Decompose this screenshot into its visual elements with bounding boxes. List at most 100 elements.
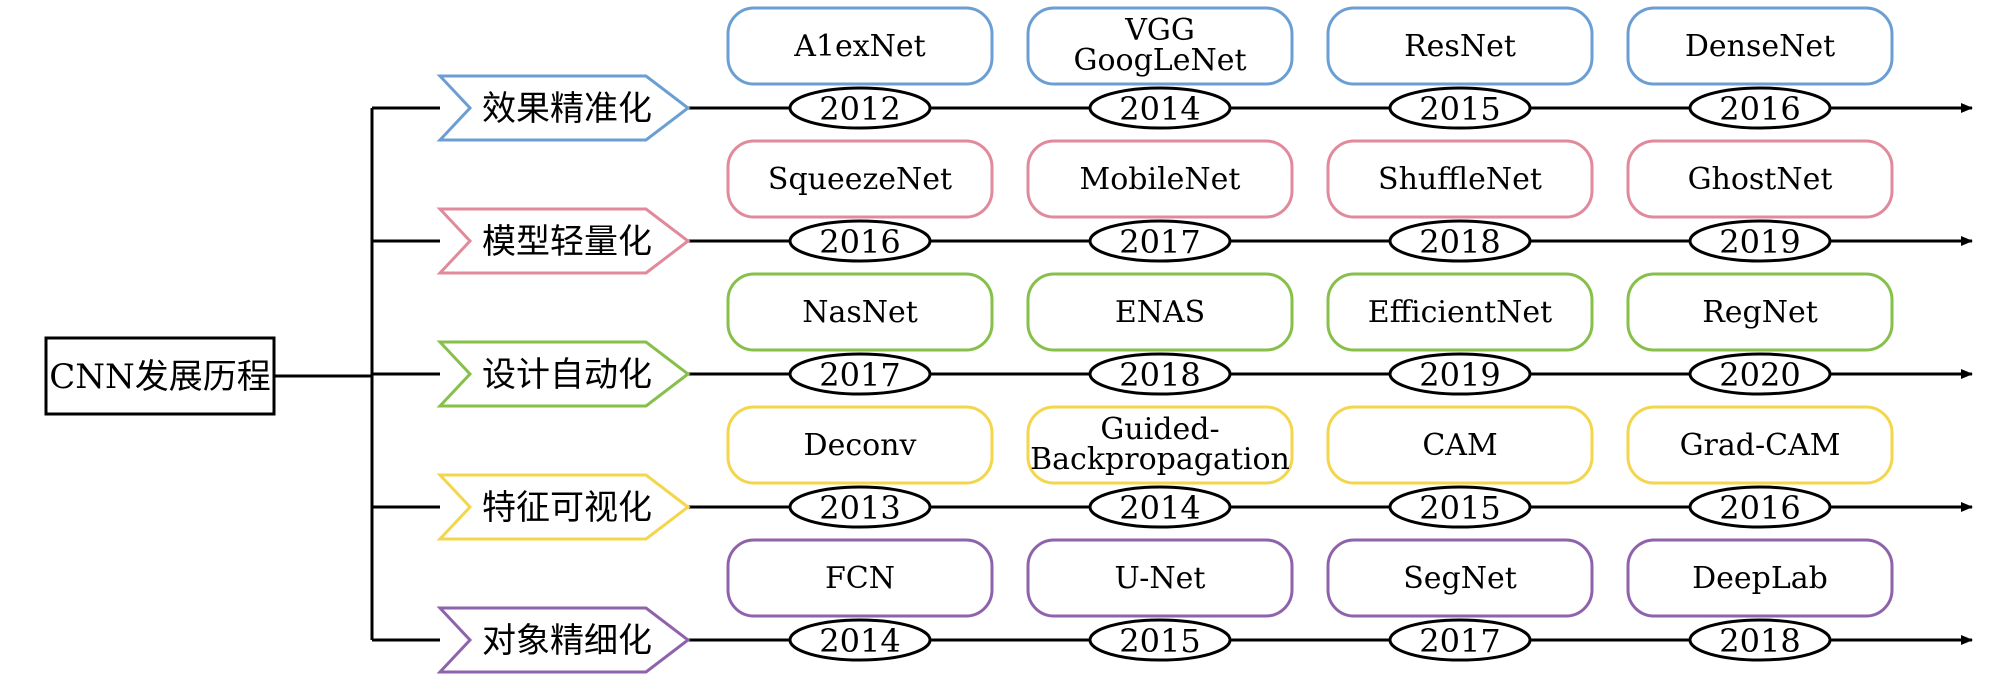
model-label: GhostNet [1688, 162, 1833, 197]
category-arrow-shape [436, 606, 691, 674]
model-label: Grad-CAM [1680, 428, 1841, 463]
model-label: FCN [825, 561, 895, 596]
year-ellipse [1088, 219, 1232, 263]
year-label: 2016 [1719, 489, 1800, 527]
year-label: 2014 [819, 622, 900, 660]
model-label: VGG [1124, 13, 1195, 48]
year-ellipse [1088, 485, 1232, 529]
model-label: A1exNet [793, 29, 925, 64]
year-ellipse [1388, 618, 1532, 662]
model-label: SqueezeNet [768, 162, 952, 197]
model-label: ShuffleNet [1378, 162, 1542, 197]
model-label: NasNet [802, 295, 918, 330]
model-label: Deconv [804, 428, 917, 463]
category-label: 模型轻量化 [482, 222, 652, 262]
model-box [1626, 405, 1894, 485]
model-node: RegNet 2020 [1626, 272, 1894, 396]
year-label: 2015 [1419, 90, 1500, 128]
year-label: 2017 [819, 356, 900, 394]
model-node: EfficientNet 2019 [1326, 272, 1594, 396]
model-label: Guided- [1100, 412, 1219, 447]
model-node: A1exNet 2012 [726, 6, 994, 130]
model-box [1026, 139, 1294, 219]
model-node: ENAS 2018 [1026, 272, 1294, 396]
model-node: DeepLab 2018 [1626, 538, 1894, 662]
year-label: 2015 [1419, 489, 1500, 527]
year-ellipse [1688, 618, 1832, 662]
model-label: RegNet [1702, 295, 1818, 330]
year-ellipse [788, 352, 932, 396]
model-box [1326, 405, 1594, 485]
model-label: EfficientNet [1368, 295, 1552, 330]
model-box [1626, 139, 1894, 219]
model-box [726, 6, 994, 86]
year-ellipse [1388, 86, 1532, 130]
model-node: Grad-CAM 2016 [1626, 405, 1894, 529]
year-label: 2020 [1719, 356, 1800, 394]
model-label: SegNet [1403, 561, 1517, 596]
year-ellipse [788, 618, 932, 662]
year-label: 2013 [819, 489, 900, 527]
model-box [1326, 139, 1594, 219]
category-arrow-shape [436, 207, 691, 275]
model-label: GoogLeNet [1073, 43, 1246, 78]
year-label: 2014 [1119, 90, 1200, 128]
year-ellipse [1688, 86, 1832, 130]
year-label: 2018 [1719, 622, 1800, 660]
model-box [1326, 272, 1594, 352]
model-box [1626, 272, 1894, 352]
year-ellipse [788, 485, 932, 529]
category-label: 对象精细化 [482, 621, 652, 661]
model-label: DeepLab [1692, 561, 1828, 596]
model-box [1026, 6, 1294, 86]
year-label: 2012 [819, 90, 900, 128]
year-label: 2017 [1119, 223, 1200, 261]
category-arrow-shape [436, 473, 691, 541]
year-ellipse [1388, 485, 1532, 529]
root-node: CNN发展历程 [44, 336, 276, 416]
category-label: 特征可视化 [482, 488, 652, 528]
model-node: FCN 2014 [726, 538, 994, 662]
model-box [1326, 6, 1594, 86]
model-box [1326, 538, 1594, 618]
year-label: 2018 [1119, 356, 1200, 394]
model-box [726, 139, 994, 219]
model-node: GhostNet 2019 [1626, 139, 1894, 263]
year-ellipse [1088, 86, 1232, 130]
year-ellipse [1388, 219, 1532, 263]
model-label: Backpropagation [1030, 442, 1290, 477]
model-box [1626, 538, 1894, 618]
model-box [1026, 538, 1294, 618]
year-label: 2019 [1419, 356, 1500, 394]
year-label: 2014 [1119, 489, 1200, 527]
model-box [1026, 405, 1294, 485]
model-box [726, 272, 994, 352]
year-label: 2019 [1719, 223, 1800, 261]
year-ellipse [1688, 219, 1832, 263]
category-arrow-shape [436, 340, 691, 408]
year-ellipse [1688, 352, 1832, 396]
category-label: 效果精准化 [482, 89, 652, 129]
model-label: DenseNet [1685, 29, 1835, 64]
model-label: ENAS [1115, 295, 1205, 330]
model-node: Guided-Backpropagation 2014 [1026, 405, 1294, 529]
year-label: 2015 [1119, 622, 1200, 660]
root-label: CNN发展历程 [49, 357, 271, 397]
row-4: 特征可视化 Deconv 2013 Guided-Backpropagation 201… [372, 405, 1973, 541]
model-box [1026, 272, 1294, 352]
model-box [726, 538, 994, 618]
category-label: 设计自动化 [482, 355, 652, 395]
row-3: 设计自动化 NasNet 2017 ENAS 2018 EfficientNet 2019 R… [372, 272, 1973, 408]
